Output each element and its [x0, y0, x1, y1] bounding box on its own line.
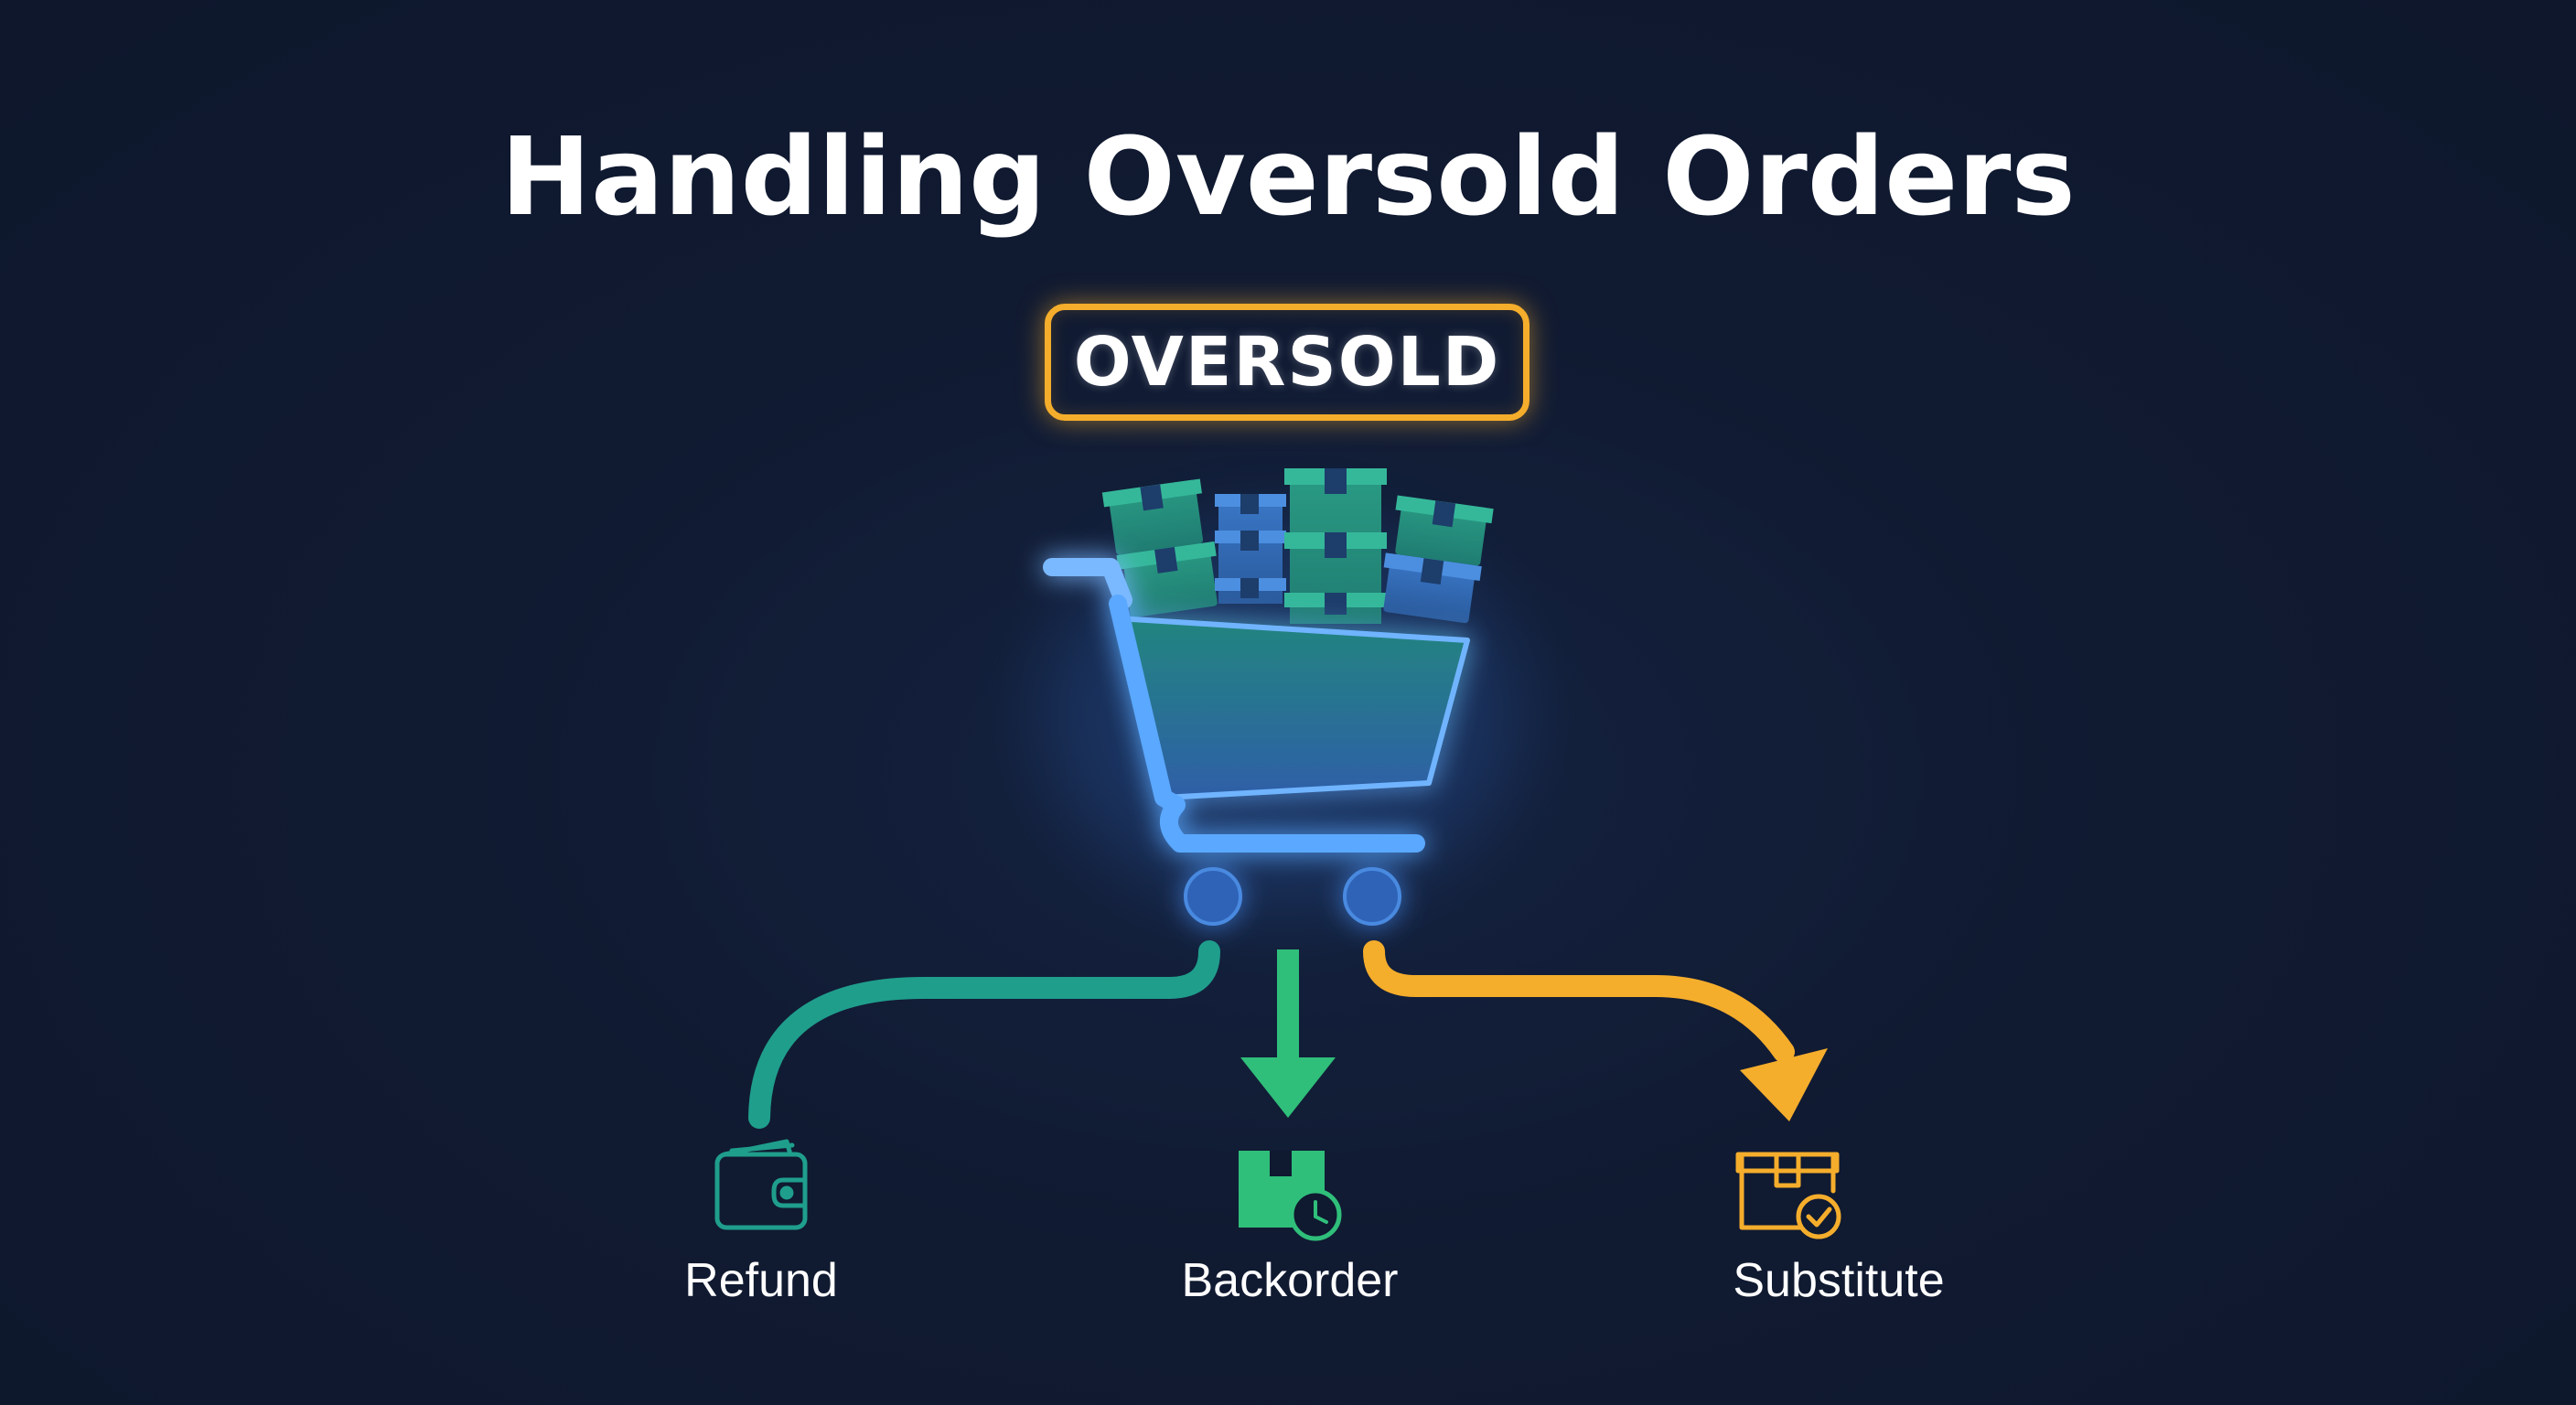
option-label-backorder: Backorder: [1181, 1254, 1399, 1307]
refund-path-arrow: [748, 940, 1220, 1129]
option-label-substitute: Substitute: [1733, 1254, 1945, 1307]
status-badge-label: OVERSOLD: [1073, 323, 1501, 402]
package-check-icon: [1735, 1152, 1841, 1239]
package-clock-icon: [1239, 1151, 1342, 1241]
wallet-icon: [714, 1139, 808, 1230]
shopping-cart-icon: [1043, 558, 1470, 926]
page-title: Handling Oversold Orders: [500, 113, 2076, 240]
status-badge: OVERSOLD: [1045, 304, 1530, 421]
substitute-arrow: [1363, 940, 1828, 1121]
package-box-icon: [1101, 468, 1494, 624]
option-label-refund: Refund: [684, 1254, 838, 1307]
backorder-arrow: [1240, 949, 1336, 1118]
